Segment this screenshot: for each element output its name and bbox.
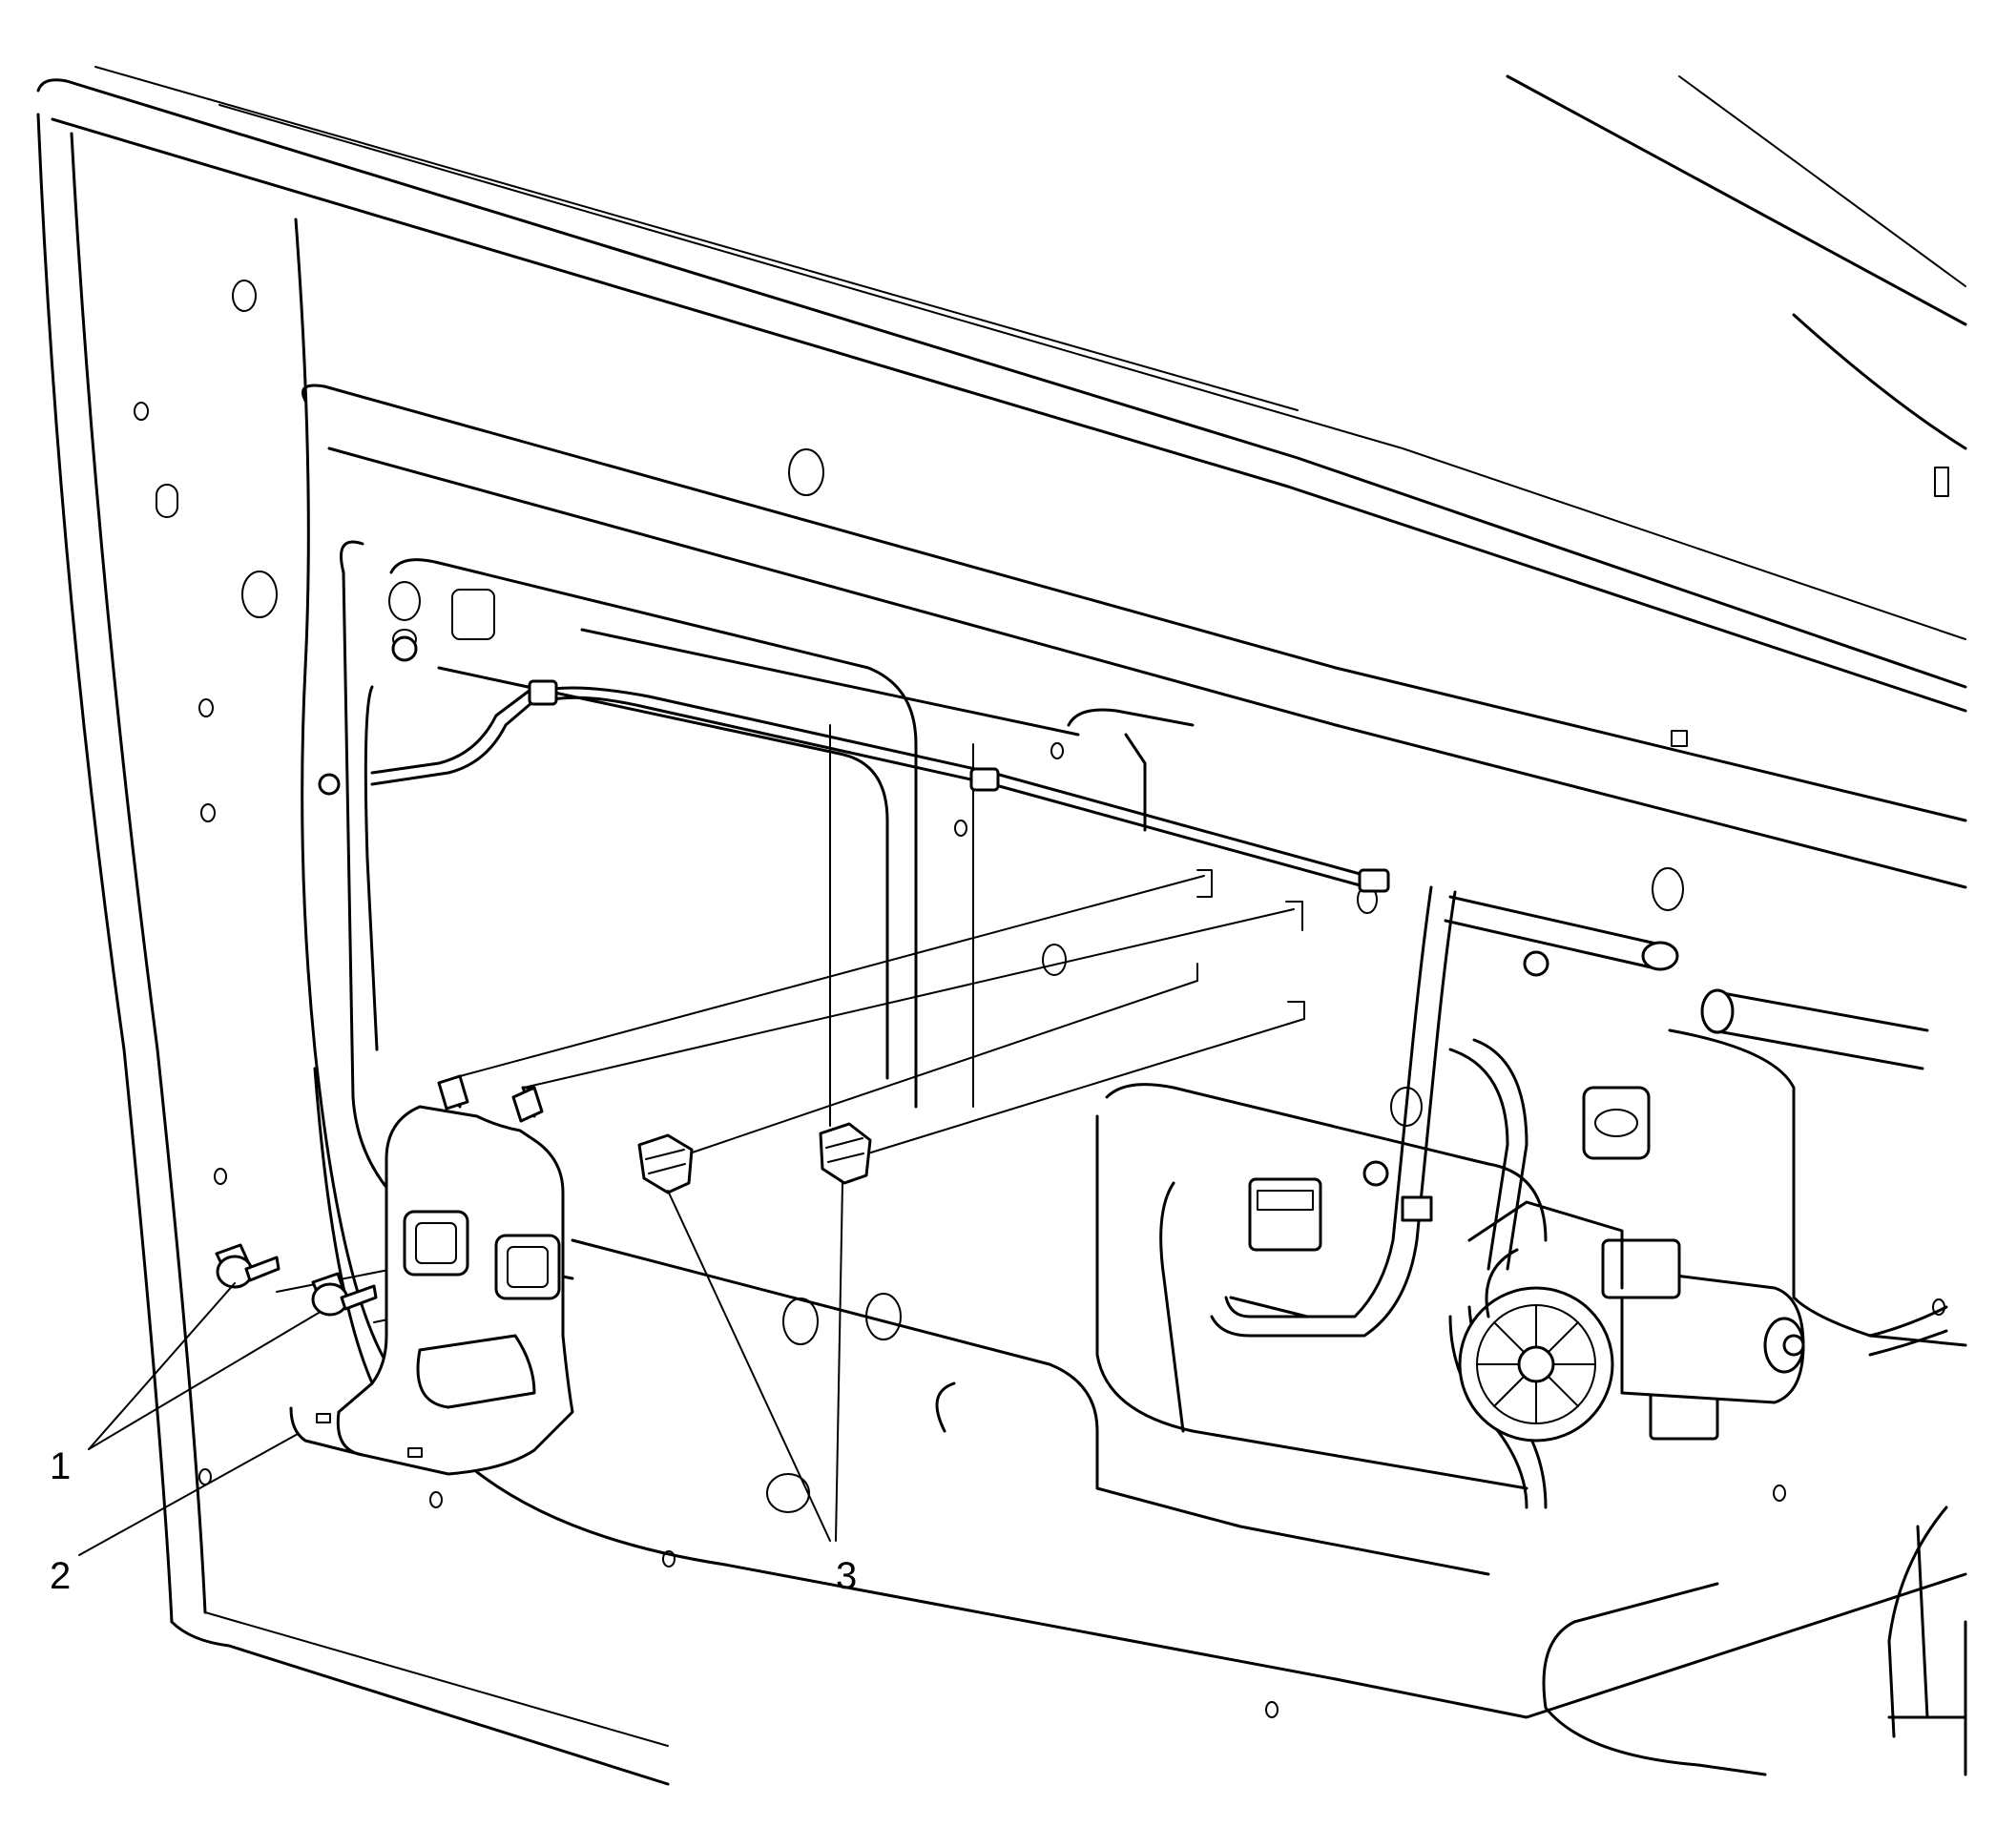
glass-channel-rod xyxy=(1444,895,1929,1070)
callout-1-label: 1 xyxy=(50,1445,71,1487)
callout-3-label: 3 xyxy=(836,1555,857,1597)
exploded-guide-lines xyxy=(276,869,1305,1323)
harness-connectors xyxy=(1248,1086,1719,1441)
callout-3: 3 xyxy=(667,1182,857,1597)
window-cable xyxy=(370,679,1390,893)
door-frame xyxy=(36,66,1967,1786)
screw-lower xyxy=(311,1272,378,1317)
callout-2: 2 xyxy=(50,1433,299,1597)
screws xyxy=(215,1243,378,1317)
panel-holes xyxy=(134,280,1949,1718)
window-regulator-motor xyxy=(1458,1200,1805,1443)
callout-1: 1 xyxy=(50,1282,320,1487)
retainer-clips xyxy=(637,1122,872,1194)
inner-panel-structure xyxy=(301,384,1967,1776)
callout-2-label: 2 xyxy=(50,1555,71,1597)
panel-fasteners xyxy=(318,635,1549,1187)
screw-upper xyxy=(215,1243,281,1289)
access-cover-bracket xyxy=(289,1074,574,1476)
